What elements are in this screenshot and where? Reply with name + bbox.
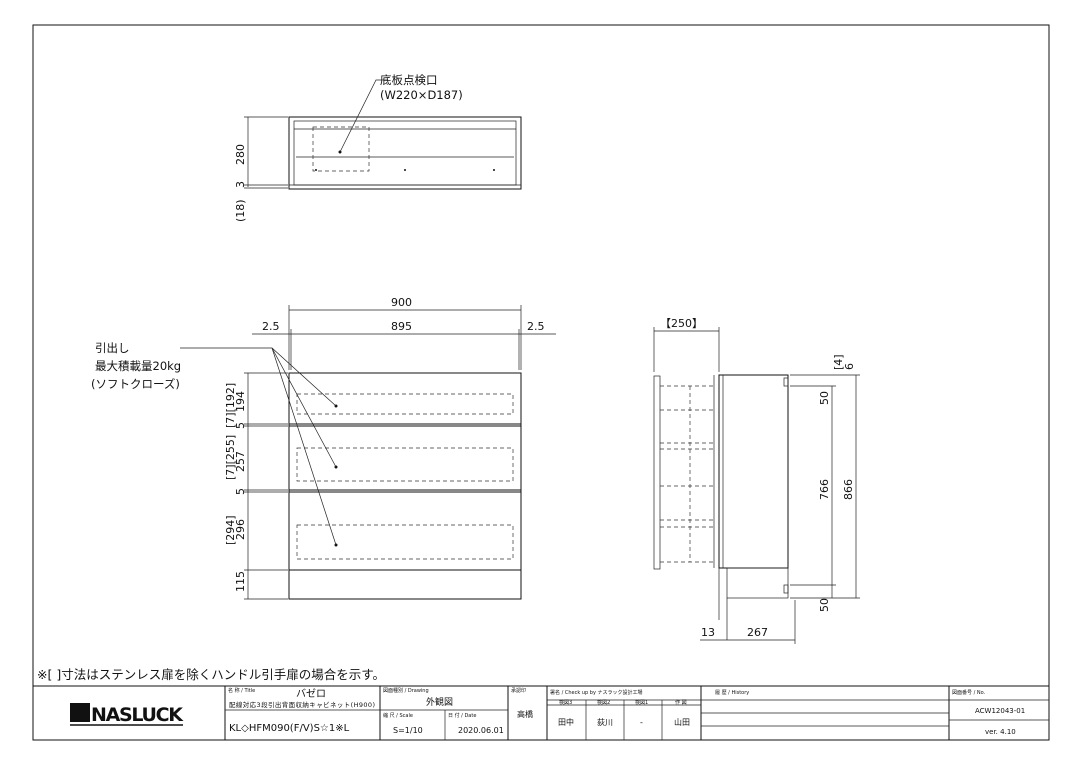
dim-866: 866 <box>842 479 855 500</box>
date: 2020.06.01 <box>458 726 504 735</box>
drawing-head: 図面種別 / Drawing <box>383 687 429 694</box>
check-col-4: 作 図 <box>675 699 687 706</box>
title-head: 名 称 / Title <box>228 687 255 694</box>
drawer-label-3: (ソフトクローズ) <box>91 377 180 391</box>
dim-280: 280 <box>234 144 247 165</box>
check-val-4: 山田 <box>674 717 690 727</box>
dim-3: 3 <box>234 181 247 188</box>
side-view: 【250】 [4] 6 50 766 866 50 13 267 <box>653 317 860 644</box>
dim-6: 6 <box>843 363 856 370</box>
callout-line2: (W220×D187) <box>380 88 463 102</box>
dim-194: 194 <box>234 391 247 412</box>
dim-5b: 5 <box>234 488 247 495</box>
sheet-border <box>32 24 1050 741</box>
drawer-label-2: 最大積載量20kg <box>95 359 181 373</box>
dim-267: 267 <box>747 626 768 639</box>
drawing-number: ACW12043-01 <box>975 707 1025 715</box>
scale: S=1/10 <box>393 726 423 735</box>
check-val-3: - <box>640 718 643 727</box>
dim-294: [294] <box>224 515 237 545</box>
model-number: KL◇HFM090(F/V)S☆1※L <box>229 723 350 734</box>
check-val-2: 荻川 <box>597 717 613 727</box>
title-block: NASLUCK 名 称 / Title バゼロ 配線対応3段引出背面収納キャビネ… <box>33 685 1049 740</box>
dim-4: [4] <box>832 354 845 370</box>
drawer-label-1: 引出し <box>95 341 130 355</box>
dim-side-right: 2.5 <box>527 320 545 333</box>
version: ver. 4.10 <box>985 728 1016 736</box>
check-col-2: 検図2 <box>597 699 610 706</box>
dim-50-bot: 50 <box>818 598 831 612</box>
dim-255: [7][255] <box>224 435 237 480</box>
check-col-1: 検図3 <box>559 699 572 706</box>
dim-766: 766 <box>818 479 831 500</box>
dim-50-top: 50 <box>818 391 831 405</box>
dim-side-left: 2.5 <box>262 320 280 333</box>
check-head: 署名 / Check up by ナスラック設計工場 <box>550 689 643 696</box>
inspection-port-outline <box>312 126 370 172</box>
title-desc: 配線対応3段引出背面収納キャビネット(H900) <box>229 700 375 709</box>
check-col-3: 検図1 <box>635 699 648 706</box>
title-name: バゼロ <box>296 688 326 700</box>
dim-5a: 5 <box>234 422 247 429</box>
dim-115: 115 <box>234 571 247 592</box>
callout-line1: 底板点検口 <box>380 73 438 87</box>
no-head: 図面番号 / No. <box>952 689 986 696</box>
dim-192: [7][192] <box>224 383 237 428</box>
check-val-1: 田中 <box>558 717 574 727</box>
dim-overall-width: 900 <box>391 296 412 309</box>
dim-18: (18) <box>234 199 247 222</box>
dim-296: 296 <box>234 519 247 540</box>
dim-13: 13 <box>701 626 715 639</box>
top-view: 底板点検口 (W220×D187) 280 3 (18) <box>234 73 522 222</box>
history-head: 履 歴 / History <box>715 690 749 696</box>
approver-head: 承認印 <box>511 687 526 694</box>
dim-250: 【250】 <box>660 317 703 330</box>
front-view: 引出し 最大積載量20kg (ソフトクローズ) 900 895 2.5 2.5 … <box>91 296 556 600</box>
logo-mark <box>70 703 90 722</box>
scale-head: 縮 尺 / Scale <box>383 712 413 719</box>
footnote: ※[ ]寸法はステンレス扉を除くハンドル引手扉の場合を示す。 <box>37 667 385 682</box>
approver: 高橋 <box>517 709 533 719</box>
date-head: 日 付 / Date <box>448 712 476 719</box>
dim-inner-width: 895 <box>391 320 412 333</box>
logo-text: NASLUCK <box>91 704 184 726</box>
drawing-type: 外観図 <box>426 696 453 708</box>
dim-257: 257 <box>234 451 247 472</box>
